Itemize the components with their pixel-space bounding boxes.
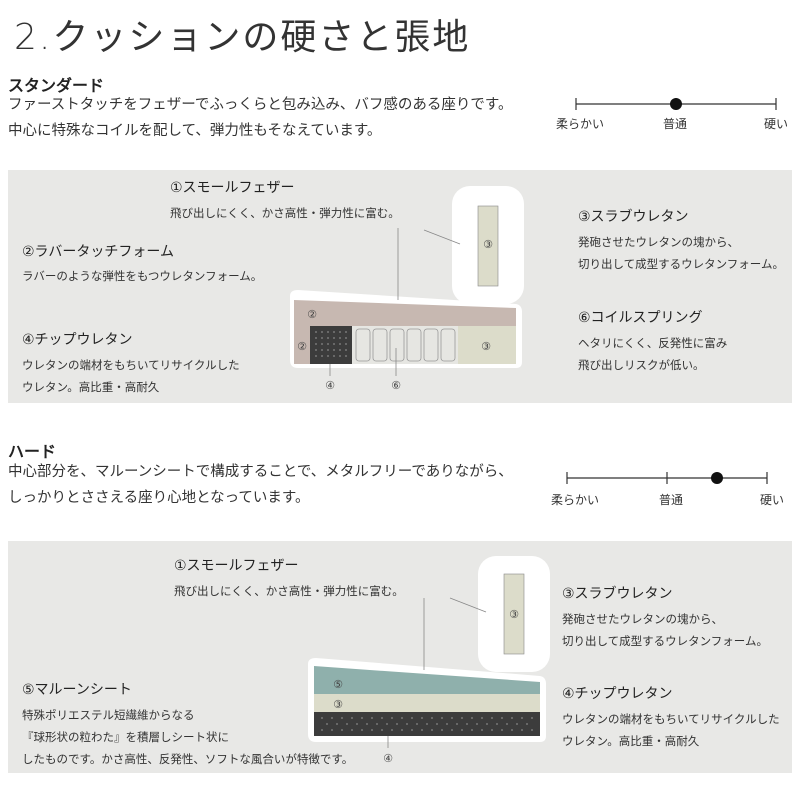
standard-cushion-diagram: ③ ② ② ③ ④ ⑥ — [290, 186, 524, 392]
standard-label-small-feather: ①スモールフェザー — [170, 180, 295, 196]
standard-chip-dots — [315, 331, 347, 357]
hard-text-small-feather: 飛び出しにくく、かさ高性・弾力性に富む。 — [174, 584, 404, 598]
standard-scale-hard: 硬い — [764, 117, 789, 131]
standard-section-title: スタンダード — [8, 76, 105, 95]
hard-firmness-scale-graphic — [566, 472, 768, 484]
standard-label-coil-spring: ⑥コイルスプリング — [578, 310, 703, 326]
hard-chip-dots — [321, 717, 533, 731]
standard-marker-3-seat: ③ — [481, 340, 491, 353]
hard-text-slab-urethane-1: 発砲させたウレタンの塊から、 — [562, 612, 723, 626]
hard-text-chip-urethane-2: ウレタン。高比重・高耐久 — [562, 734, 700, 748]
standard-scale-normal: 普通 — [663, 117, 688, 131]
hard-layer-slab-urethane — [314, 694, 540, 712]
standard-layer-slab-urethane — [458, 326, 516, 364]
standard-text-slab-urethane-1: 発砲させたウレタンの塊から、 — [578, 235, 739, 249]
standard-scale-soft: 柔らかい — [556, 117, 605, 131]
hard-marker-5: ⑤ — [333, 678, 343, 691]
hard-marker-4: ④ — [383, 752, 393, 765]
standard-coil-lines — [355, 328, 456, 362]
standard-text-small-feather: 飛び出しにくく、かさ高性・弾力性に富む。 — [170, 206, 400, 220]
standard-label-rubber-touch: ②ラバータッチフォーム — [22, 244, 174, 260]
hard-scale-soft: 柔らかい — [551, 493, 600, 507]
hard-cushion-diagram: ③ ⑤ ③ ④ — [308, 556, 550, 765]
standard-text-coil-spring-2: 飛び出しリスクが低い。 — [578, 358, 705, 372]
hard-desc-line1: 中心部分を、マルーンシートで構成することで、メタルフリーでありながら、 — [8, 464, 513, 480]
standard-marker-6: ⑥ — [391, 379, 401, 392]
hard-marker-3-back: ③ — [509, 608, 519, 621]
standard-text-chip-urethane-2: ウレタン。高比重・高耐久 — [22, 380, 160, 394]
standard-back-cushion-core — [477, 205, 499, 287]
standard-label-chip-urethane: ④チップウレタン — [22, 332, 133, 348]
standard-desc-line1: ファーストタッチをフェザーでふっくらと包み込み、バフ感のある座りです。 — [8, 97, 513, 113]
hard-desc-line2: しっかりとささえる座り心地となっています。 — [8, 490, 310, 506]
standard-text-slab-urethane-2: 切り出して成型するウレタンフォーム。 — [578, 257, 784, 271]
hard-layer-maroon-sheet — [314, 666, 540, 694]
standard-layer-rubber-touch-side — [294, 326, 310, 364]
standard-marker-2-side: ② — [297, 340, 307, 353]
standard-layer-chip-urethane — [310, 326, 352, 364]
hard-text-maroon-sheet-1: 特殊ポリエステル短繊維からなる — [22, 708, 195, 722]
standard-firmness-marker — [670, 98, 682, 110]
hard-marker-3-seat: ③ — [333, 698, 343, 711]
standard-marker-2-top: ② — [307, 308, 317, 321]
standard-firmness-scale-graphic — [575, 98, 777, 110]
hard-text-slab-urethane-2: 切り出して成型するウレタンフォーム。 — [562, 634, 768, 648]
hard-text-chip-urethane-1: ウレタンの端材をもちいてリサイクルした — [562, 712, 780, 726]
hard-scale-hard: 硬い — [760, 493, 785, 507]
hard-firmness-marker — [711, 472, 723, 484]
standard-firmness-scale — [562, 92, 788, 116]
standard-layer-rubber-touch-top — [294, 300, 516, 326]
standard-label-slab-urethane: ③スラブウレタン — [578, 209, 689, 225]
hard-section-title: ハード — [8, 442, 57, 461]
hard-back-cushion-core — [503, 573, 525, 655]
hard-text-maroon-sheet-2: 『球形状の粒わた』を積層しシート状に — [22, 730, 229, 744]
hard-label-chip-urethane: ④チップウレタン — [562, 686, 673, 702]
hard-label-slab-urethane: ③スラブウレタン — [562, 586, 673, 602]
standard-marker-4: ④ — [325, 379, 335, 392]
hard-label-small-feather: ①スモールフェザー — [174, 558, 299, 574]
standard-text-rubber-touch: ラバーのような弾性をもつウレタンフォーム。 — [22, 269, 263, 283]
standard-layer-coil-spring — [352, 326, 458, 364]
standard-marker-3-back: ③ — [483, 238, 493, 251]
standard-text-coil-spring-1: ヘタリにくく、反発性に富み — [578, 336, 728, 350]
hard-firmness-scale — [553, 466, 779, 490]
page-title: 2.クッションの硬さと張地 — [14, 17, 471, 58]
hard-scale-normal: 普通 — [659, 493, 684, 507]
standard-text-chip-urethane-1: ウレタンの端材をもちいてリサイクルした — [22, 358, 240, 372]
standard-desc-line2: 中心に特殊なコイルを配して、弾力性もそなえています。 — [8, 123, 382, 139]
hard-label-maroon-sheet: ⑤マルーンシート — [22, 682, 132, 698]
hard-text-maroon-sheet-3: したものです。かさ高性、反発性、ソフトな風合いが特徴です。 — [22, 752, 354, 766]
